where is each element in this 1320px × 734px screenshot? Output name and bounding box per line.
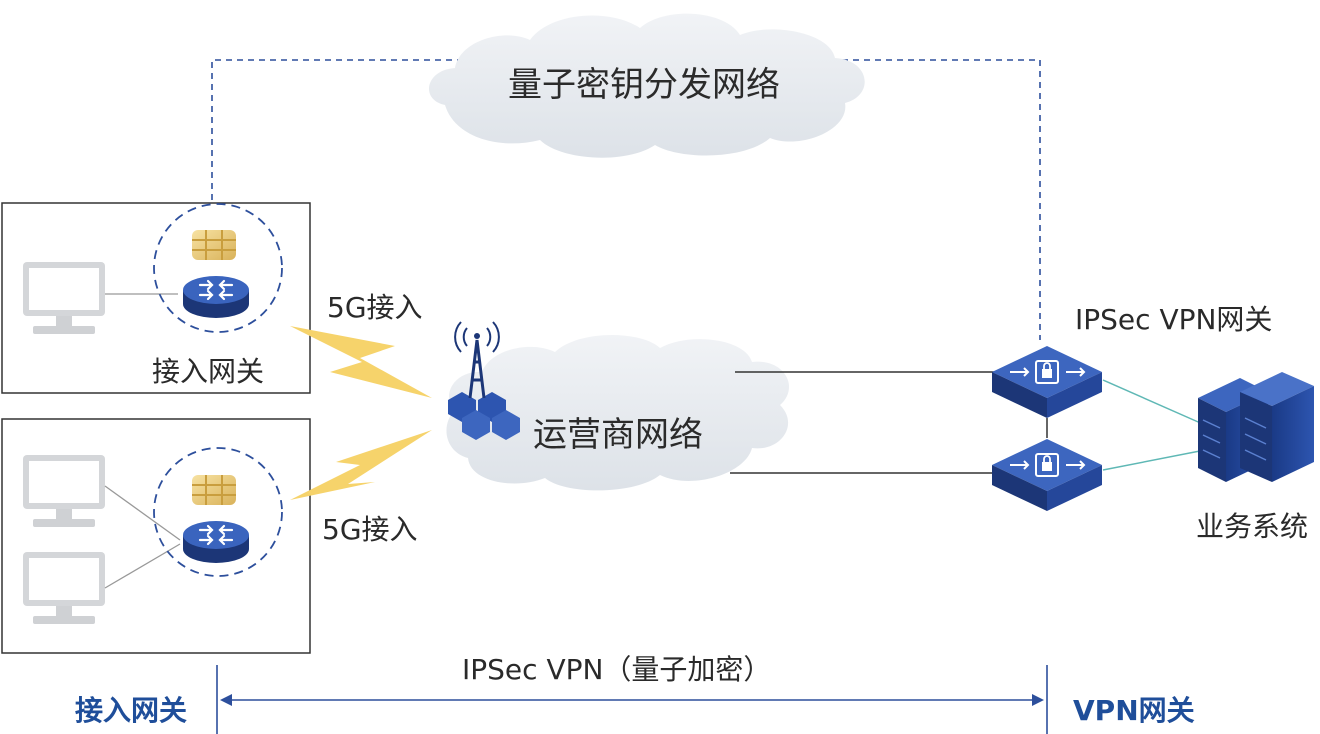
router-icon — [181, 519, 251, 565]
5g-access-label-bottom: 5G接入 — [322, 513, 418, 546]
legend-vpn-gateway: VPN网关 — [1073, 694, 1195, 727]
5g-access-label-top: 5G接入 — [327, 291, 423, 324]
carrier-network-label: 运营商网络 — [533, 415, 703, 455]
gateway-dashed-ring — [153, 203, 283, 333]
lightning-icon — [290, 430, 432, 500]
qkd-network-label: 量子密钥分发网络 — [508, 65, 780, 105]
gateway-dashed-ring — [153, 447, 283, 577]
ipsec-tunnel-label: IPSec VPN（量子加密） — [462, 653, 772, 686]
access-gateway-label: 接入网关 — [152, 355, 265, 388]
ipsec-vpn-gateway-label: IPSec VPN网关 — [1075, 303, 1273, 336]
carrier-cloud-icon — [446, 334, 790, 491]
monitor-icon — [23, 262, 105, 334]
legend-access-gateway: 接入网关 — [75, 694, 188, 727]
sim-card-icon — [191, 229, 237, 261]
business-system-label: 业务系统 — [1196, 510, 1309, 543]
access-site-bottom — [1, 418, 311, 654]
cell-tower-icon — [448, 321, 520, 440]
vpn-gateway-icon — [991, 438, 1103, 512]
vpn-gateway-icon — [991, 345, 1103, 419]
server-icon — [1198, 372, 1314, 482]
lightning-icon — [290, 326, 432, 398]
router-icon — [181, 274, 251, 320]
monitor-icon — [23, 552, 105, 624]
access-site-top — [1, 202, 311, 394]
monitor-icon — [23, 455, 105, 527]
qkd-cloud-icon — [428, 13, 865, 158]
sim-card-icon — [191, 474, 237, 506]
